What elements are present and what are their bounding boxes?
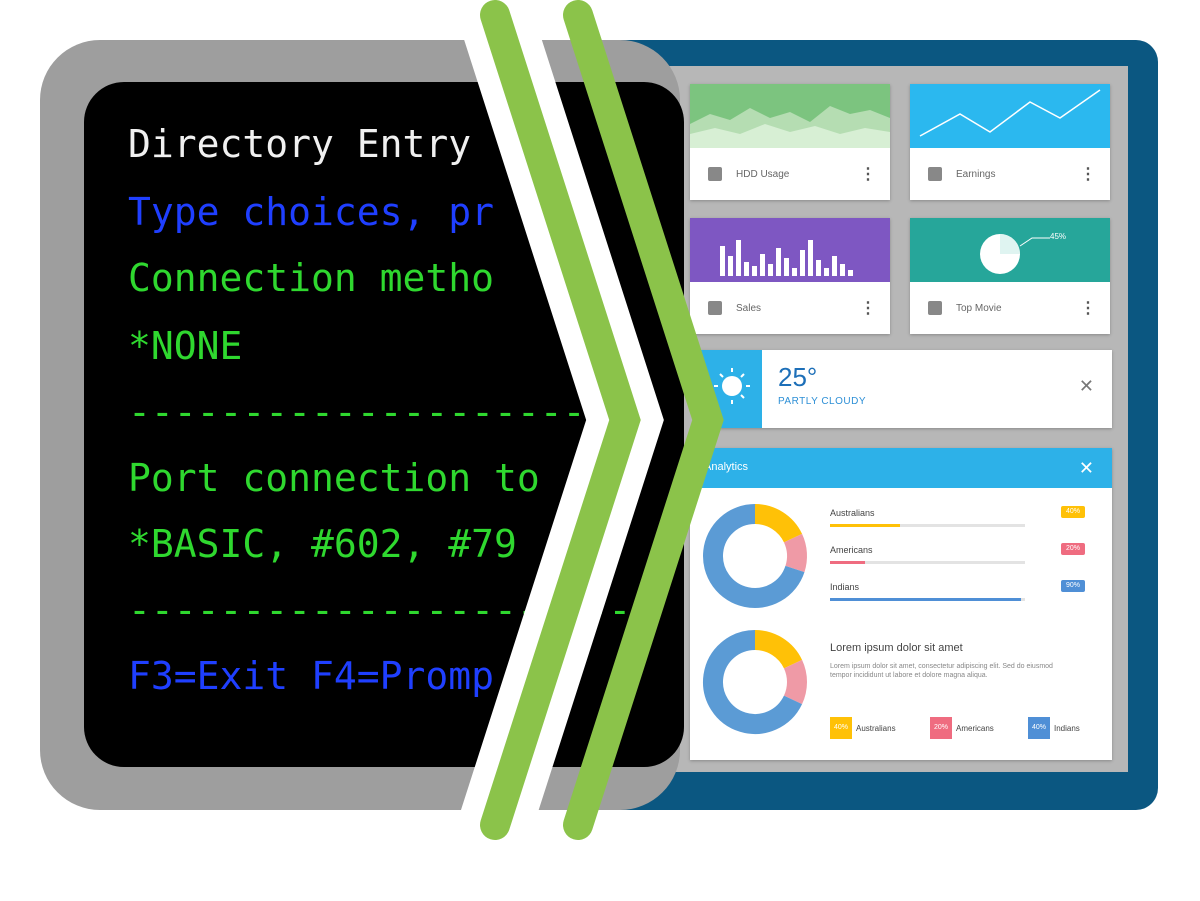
briefcase-icon [708, 301, 722, 315]
card-footer: HDD Usage ⋮ [690, 148, 890, 200]
weather-condition: PARTLY CLOUDY [778, 396, 867, 407]
earnings-line-chart [910, 84, 1110, 148]
card-label: Top Movie [956, 302, 1002, 314]
card-sales[interactable]: Sales ⋮ [690, 218, 890, 334]
card-earnings[interactable]: Earnings ⋮ [910, 84, 1110, 200]
stat-label: Australians [830, 508, 875, 518]
stat-label: Indians [830, 582, 860, 592]
terminal-line: Connection metho [128, 256, 495, 300]
progress-bar [830, 524, 1025, 527]
stat-label: Americans [830, 545, 873, 555]
card-hdd-usage[interactable]: HDD Usage ⋮ [690, 84, 890, 200]
chevron-left-stroke [480, 0, 641, 840]
legend-label: Indians [1054, 723, 1080, 733]
stat-row-americans: Americans 20% [830, 543, 1085, 564]
stat-badge: 20% [1061, 543, 1085, 555]
more-icon[interactable]: ⋮ [1080, 300, 1096, 317]
weather-temperature: 25° [778, 362, 818, 392]
legend-label: Australians [856, 723, 896, 733]
terminal-line: ---------------------- [128, 390, 632, 434]
terminal-line: Directory Entry [128, 122, 472, 166]
card-footer: Top Movie ⋮ [910, 282, 1110, 334]
terminal-line: *BASIC, #602, #79 [128, 522, 517, 566]
card-footer: Sales ⋮ [690, 282, 890, 334]
dollar-icon [928, 167, 942, 181]
more-icon[interactable]: ⋮ [860, 166, 876, 183]
terminal-line: Type choices, pr [128, 190, 495, 234]
card-label: Sales [736, 302, 762, 314]
terminal-line: *NONE [128, 324, 243, 368]
close-icon[interactable]: ✕ [1078, 458, 1094, 478]
terminal-line: F3=Exit F4=Promp [128, 654, 495, 698]
sun-cloud-icon [714, 368, 750, 404]
lorem-body: Lorem ipsum dolor sit amet, consectetur … [830, 663, 1053, 679]
more-icon[interactable]: ⋮ [860, 300, 876, 317]
movie-pie-chart [910, 218, 1110, 282]
film-icon [928, 301, 942, 315]
card-label: Earnings [956, 168, 996, 180]
terminal-line: Port connection to [128, 456, 540, 500]
sales-bar-chart [690, 218, 890, 282]
progress-fill [830, 598, 1022, 601]
more-icon[interactable]: ⋮ [1080, 166, 1096, 183]
card-label: HDD Usage [736, 168, 790, 180]
analytics-title: Analytics [704, 461, 749, 473]
database-icon [708, 167, 722, 181]
stat-row-australians: Australians 40% [830, 506, 1085, 527]
legend-item: 20% Americans [930, 716, 994, 740]
legend-badge: 40% [1028, 717, 1050, 739]
chevron-right-stroke [563, 0, 724, 840]
progress-bar [830, 561, 1025, 564]
stat-badge: 90% [1061, 580, 1085, 592]
legend-label: Americans [956, 723, 994, 733]
legend-item: 40% Australians [830, 716, 896, 740]
stat-badge: 40% [1061, 506, 1085, 518]
hdd-area-chart [690, 84, 890, 148]
progress-fill [830, 561, 866, 564]
weather-widget: 25° PARTLY CLOUDY ✕ [700, 350, 1112, 428]
stat-row-indians: Indians 90% [830, 580, 1085, 601]
lorem-title: Lorem ipsum dolor sit amet [830, 642, 963, 654]
progress-fill [830, 524, 901, 527]
legend-item: 40% Indians [1028, 716, 1080, 740]
pie-percent-label: 45% [1050, 232, 1067, 241]
analytics-header: Analytics ✕ [690, 448, 1112, 488]
close-icon[interactable]: ✕ [1078, 376, 1094, 396]
legend-badge: 40% [830, 717, 852, 739]
card-footer: Earnings ⋮ [910, 148, 1110, 200]
legend-badge: 20% [930, 717, 952, 739]
card-top-movie[interactable]: 45% Top Movie ⋮ [910, 218, 1110, 334]
progress-bar [830, 598, 1025, 601]
